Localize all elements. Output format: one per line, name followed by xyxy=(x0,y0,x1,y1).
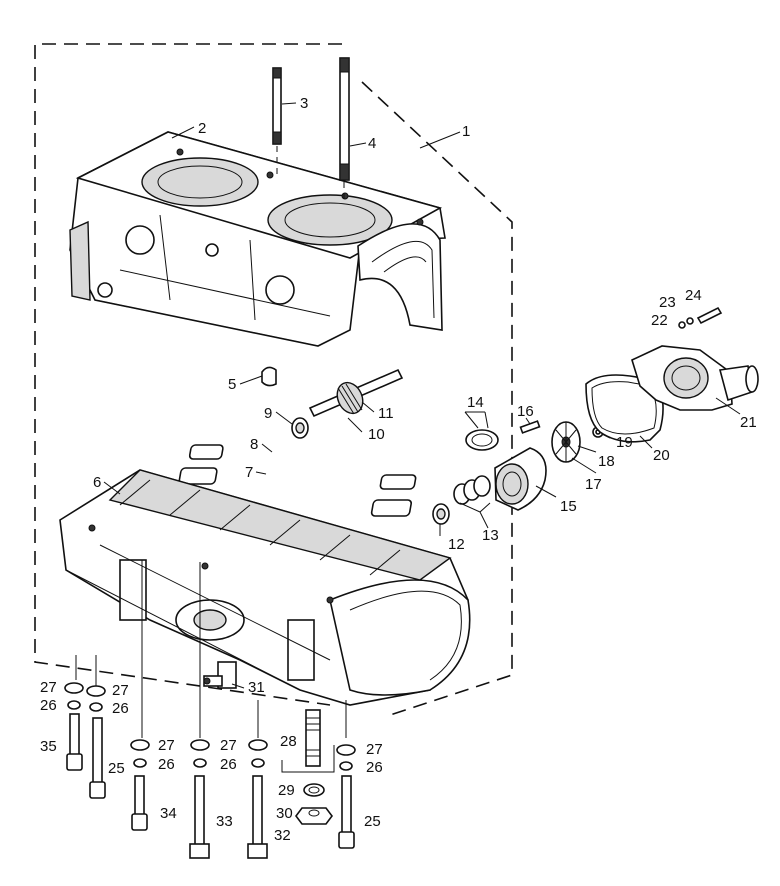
callout-14: 14 xyxy=(467,394,484,411)
leader-14 xyxy=(464,411,489,429)
lower-crankcase xyxy=(59,469,471,706)
callout-29: 29 xyxy=(278,782,295,799)
callout-17: 17 xyxy=(585,476,602,493)
callout-34: 34 xyxy=(160,805,177,822)
callout-25-b: 25 xyxy=(364,813,381,830)
stud-4 xyxy=(339,57,350,200)
callout-24: 24 xyxy=(685,287,702,304)
callout-18: 18 xyxy=(598,453,615,470)
fasteners xyxy=(64,682,356,859)
callout-33: 33 xyxy=(216,813,233,830)
callout-21: 21 xyxy=(740,414,757,431)
callout-3: 3 xyxy=(300,95,308,112)
callout-31: 31 xyxy=(248,679,265,696)
callout-27-d: 27 xyxy=(220,737,237,754)
callout-2: 2 xyxy=(198,120,206,137)
callout-26-c: 26 xyxy=(158,756,175,773)
alignment-lines xyxy=(141,560,347,773)
stud-3 xyxy=(272,67,282,178)
upper-crankcase xyxy=(69,131,446,347)
callout-15: 15 xyxy=(560,498,577,515)
callout-22: 22 xyxy=(651,312,668,329)
plug-5 xyxy=(261,366,277,387)
fitting-31 xyxy=(203,661,237,689)
callout-11: 11 xyxy=(378,405,394,422)
callout-27-b: 27 xyxy=(112,682,129,699)
callout-25-a: 25 xyxy=(108,760,125,777)
callout-10: 10 xyxy=(368,426,385,443)
leader-13 xyxy=(459,502,491,529)
callout-27-a: 27 xyxy=(40,679,57,696)
callout-4: 4 xyxy=(368,135,376,152)
callout-32: 32 xyxy=(274,827,291,844)
callout-26-e: 26 xyxy=(366,759,383,776)
callout-8: 8 xyxy=(250,436,258,453)
callout-16: 16 xyxy=(517,403,534,420)
callout-26-a: 26 xyxy=(40,697,57,714)
callout-27-e: 27 xyxy=(366,741,383,758)
callout-30: 30 xyxy=(276,805,293,822)
callout-12: 12 xyxy=(448,536,465,553)
callout-28: 28 xyxy=(280,733,297,750)
shaft-assembly xyxy=(291,368,404,439)
assembly-boundary xyxy=(34,43,513,716)
callout-20: 20 xyxy=(653,447,670,464)
callout-23: 23 xyxy=(659,294,676,311)
leader-lines xyxy=(75,102,741,690)
callout-6: 6 xyxy=(93,474,101,491)
callout-19: 19 xyxy=(616,434,633,451)
callout-35: 35 xyxy=(40,738,57,755)
water-pump-assembly xyxy=(432,306,759,525)
callout-9: 9 xyxy=(264,405,272,422)
callout-5: 5 xyxy=(228,376,236,393)
callout-7: 7 xyxy=(245,464,253,481)
callout-1: 1 xyxy=(462,123,470,140)
callout-13: 13 xyxy=(482,527,499,544)
callout-27-c: 27 xyxy=(158,737,175,754)
callout-26-d: 26 xyxy=(220,756,237,773)
gasket-set xyxy=(178,444,417,517)
callout-26-b: 26 xyxy=(112,700,129,717)
